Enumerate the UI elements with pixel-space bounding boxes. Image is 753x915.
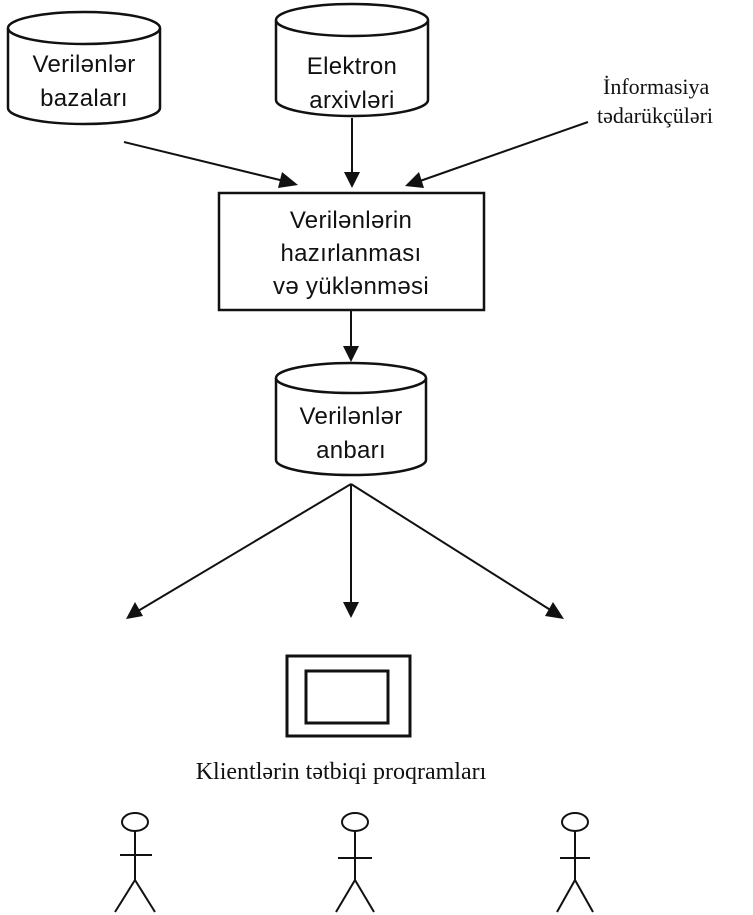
arrow-process-to-warehouse [343, 310, 359, 362]
providers-label: İnformasiya tədarükçüləri [597, 74, 713, 128]
process-label-line2: hazırlanması [281, 240, 422, 267]
databases-label-line2: bazaları [40, 85, 128, 112]
archives-label-line1: Elektron [307, 53, 397, 80]
providers-label-line2: tədarükçüləri [597, 103, 713, 128]
arrow-providers-to-process [405, 121, 589, 188]
warehouse-label-line2: anbarı [316, 437, 386, 464]
user-figure-center-icon [335, 812, 375, 913]
databases-label-line1: Verilənlər [32, 51, 135, 78]
process-label-line1: Verilənlərin [290, 207, 412, 234]
process-label-line3: və yüklənməsi [273, 273, 429, 300]
arrow-warehouse-right [350, 483, 564, 619]
archives-label-line2: arxivləri [309, 87, 394, 114]
arrow-warehouse-left [126, 483, 352, 619]
monitor-icon [285, 654, 412, 738]
user-figure-left-icon [114, 812, 156, 913]
user-figure-right-icon [556, 812, 594, 913]
warehouse-cylinder: Verilənlər anbarı [274, 361, 428, 477]
providers-label-line1: İnformasiya [603, 74, 710, 99]
arrow-warehouse-center [343, 484, 359, 618]
warehouse-label-line1: Verilənlər [299, 403, 402, 430]
archives-cylinder: Elektron arxivləri [274, 2, 430, 118]
arrow-databases-to-process [123, 141, 298, 188]
databases-cylinder: Verilənlər bazaları [6, 10, 162, 126]
arrow-archives-to-process [344, 118, 360, 188]
process-box: Verilənlərin hazırlanması və yüklənməsi [217, 191, 486, 312]
clients-label: Klientlərin tətbiqi proqramları [196, 759, 487, 785]
